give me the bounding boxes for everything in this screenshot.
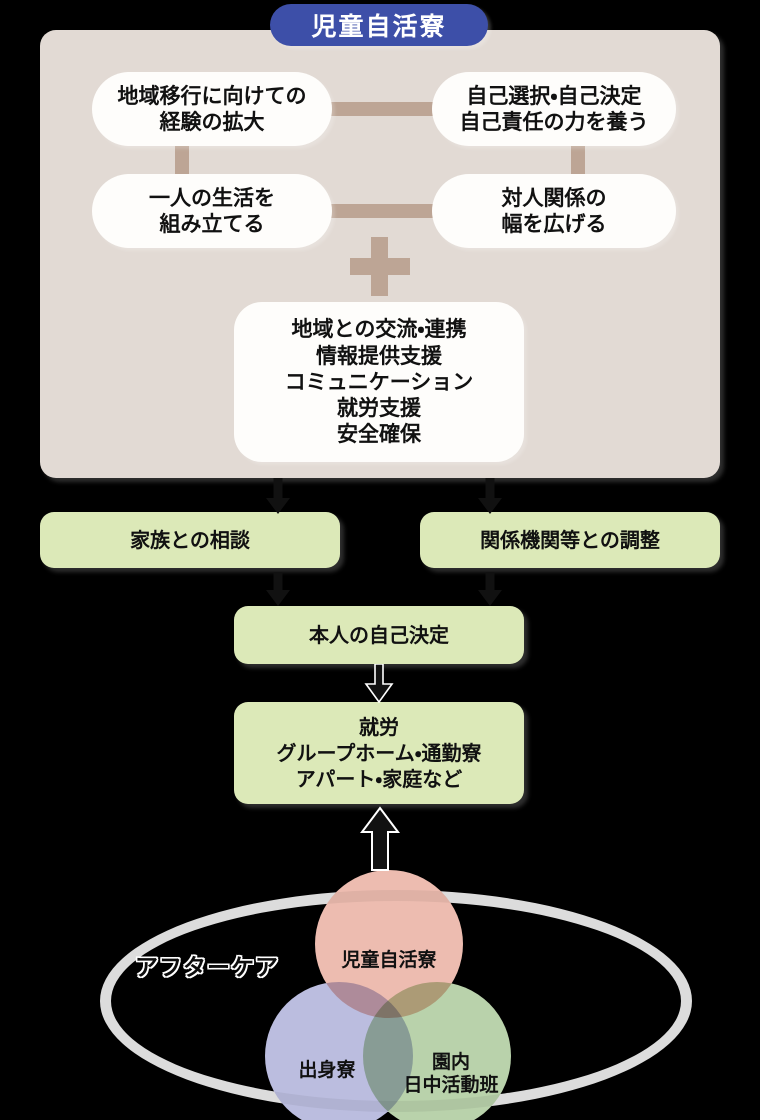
box-outcome: 就労グループホーム・通勤寮アパート・家庭など	[234, 702, 524, 804]
pill-support-services-label: 地域との交流・連携情報提供支援コミュニケーション就労支援安全確保	[284, 317, 474, 447]
arrow-up-venn-to-outcome	[358, 806, 402, 872]
box-outcome-label: 就労グループホーム・通勤寮アパート・家庭など	[276, 715, 482, 791]
venn-circle-jido-jikatsuryo-label: 児童自活寮	[341, 948, 437, 971]
connector-left-vertical	[175, 140, 189, 184]
arrow-down-decision-to-outcome	[362, 663, 396, 704]
diagram-title-badge: 児童自活寮	[270, 4, 488, 46]
plus-icon-vertical-bar	[371, 237, 388, 296]
pill-widen-relationships-label: 対人関係の幅を広げる	[501, 185, 607, 236]
box-agency-coordination: 関係機関等との調整	[420, 512, 720, 568]
venn-circle-ennai-nicchu-label: 園内日中活動班	[403, 1051, 499, 1096]
pill-self-determination-label: 自己選択・自己決定自己責任の力を養う	[459, 83, 649, 134]
connector-bottom-horizontal	[320, 204, 444, 218]
arrow-down-to-agency-coordination	[476, 478, 504, 514]
pill-widen-relationships: 対人関係の幅を広げる	[432, 174, 676, 248]
venn-circle-shusshin-ryo-label: 出身寮	[298, 1058, 356, 1081]
pill-community-transition-label: 地域移行に向けての経験の拡大	[117, 83, 307, 134]
venn-circle-ennai-nicchu: 園内日中活動班	[363, 982, 511, 1120]
box-self-decision: 本人の自己決定	[234, 606, 524, 664]
box-family-consult: 家族との相談	[40, 512, 340, 568]
arrow-down-family-to-decision	[264, 572, 292, 606]
pill-build-solo-life-label: 一人の生活を組み立てる	[149, 185, 275, 236]
pill-self-determination: 自己選択・自己決定自己責任の力を養う	[432, 72, 676, 146]
diagram-title-label: 児童自活寮	[311, 12, 447, 41]
arrow-down-outline-icon	[364, 663, 394, 704]
pill-community-transition: 地域移行に向けての経験の拡大	[92, 72, 332, 146]
pill-build-solo-life: 一人の生活を組み立てる	[92, 174, 332, 248]
arrow-down-agency-to-decision	[476, 572, 504, 606]
box-self-decision-label: 本人の自己決定	[309, 623, 449, 647]
box-agency-coordination-label: 関係機関等との調整	[480, 528, 660, 552]
aftercare-label: アフターケア	[135, 955, 279, 981]
venn-diagram: アフターケア 児童自活寮 出身寮 園内日中活動班	[95, 870, 692, 1120]
connector-top-horizontal	[320, 102, 444, 116]
connector-right-vertical	[571, 140, 585, 184]
box-family-consult-label: 家族との相談	[130, 528, 250, 552]
pill-support-services: 地域との交流・連携情報提供支援コミュニケーション就労支援安全確保	[234, 302, 524, 462]
arrow-down-to-family-consult	[264, 478, 292, 514]
arrow-up-outline-icon	[360, 806, 400, 871]
